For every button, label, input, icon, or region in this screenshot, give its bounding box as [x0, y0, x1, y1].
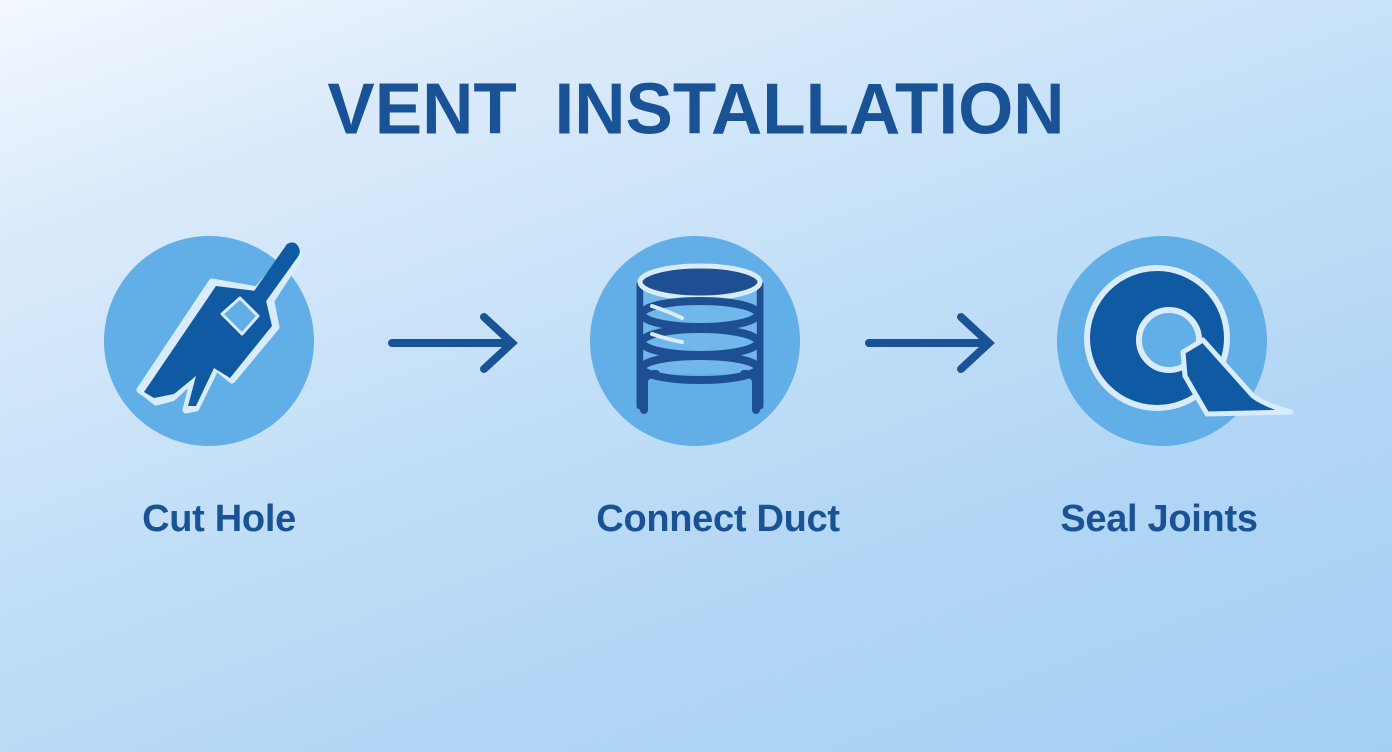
step-seal-joints	[1057, 236, 1294, 446]
seal-q-icon	[1084, 265, 1294, 417]
step-label-seal-joints: Seal Joints	[1060, 498, 1258, 540]
diagram-title: VENT INSTALLATION	[327, 69, 1065, 150]
duct-coil-icon	[636, 263, 764, 414]
arrow-right-icon	[388, 313, 518, 373]
step-label-connect-duct: Connect Duct	[596, 498, 840, 540]
step-connect-duct	[590, 236, 800, 446]
arrow-right-icon	[865, 313, 995, 373]
paintbrush-icon	[136, 242, 304, 414]
step-label-cut-hole: Cut Hole	[142, 498, 296, 540]
step-cut-hole	[104, 236, 314, 446]
